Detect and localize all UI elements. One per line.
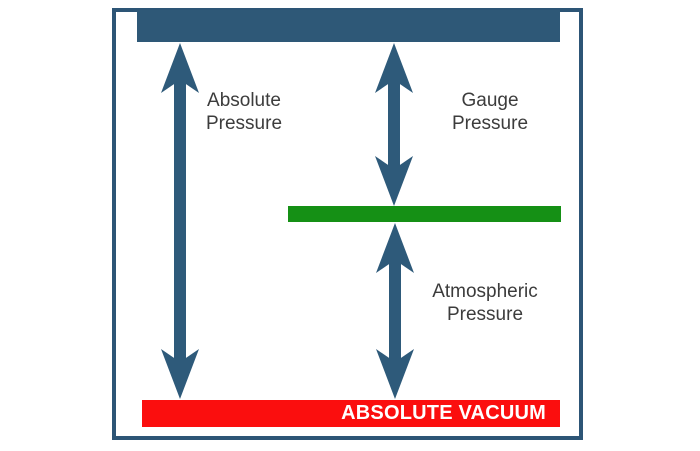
diagram-frame — [112, 8, 583, 440]
system-pressure-bar — [137, 10, 560, 42]
absolute-vacuum-bar: ABSOLUTE VACUUM — [142, 400, 560, 427]
atmospheric-reference-bar — [288, 206, 561, 222]
absolute-vacuum-label: ABSOLUTE VACUUM — [341, 402, 546, 424]
gauge-pressure-label: Gauge Pressure — [451, 90, 529, 134]
atmospheric-pressure-label: Atmospheric Pressure — [432, 281, 538, 325]
absolute-pressure-label: Absolute Pressure — [205, 90, 283, 134]
